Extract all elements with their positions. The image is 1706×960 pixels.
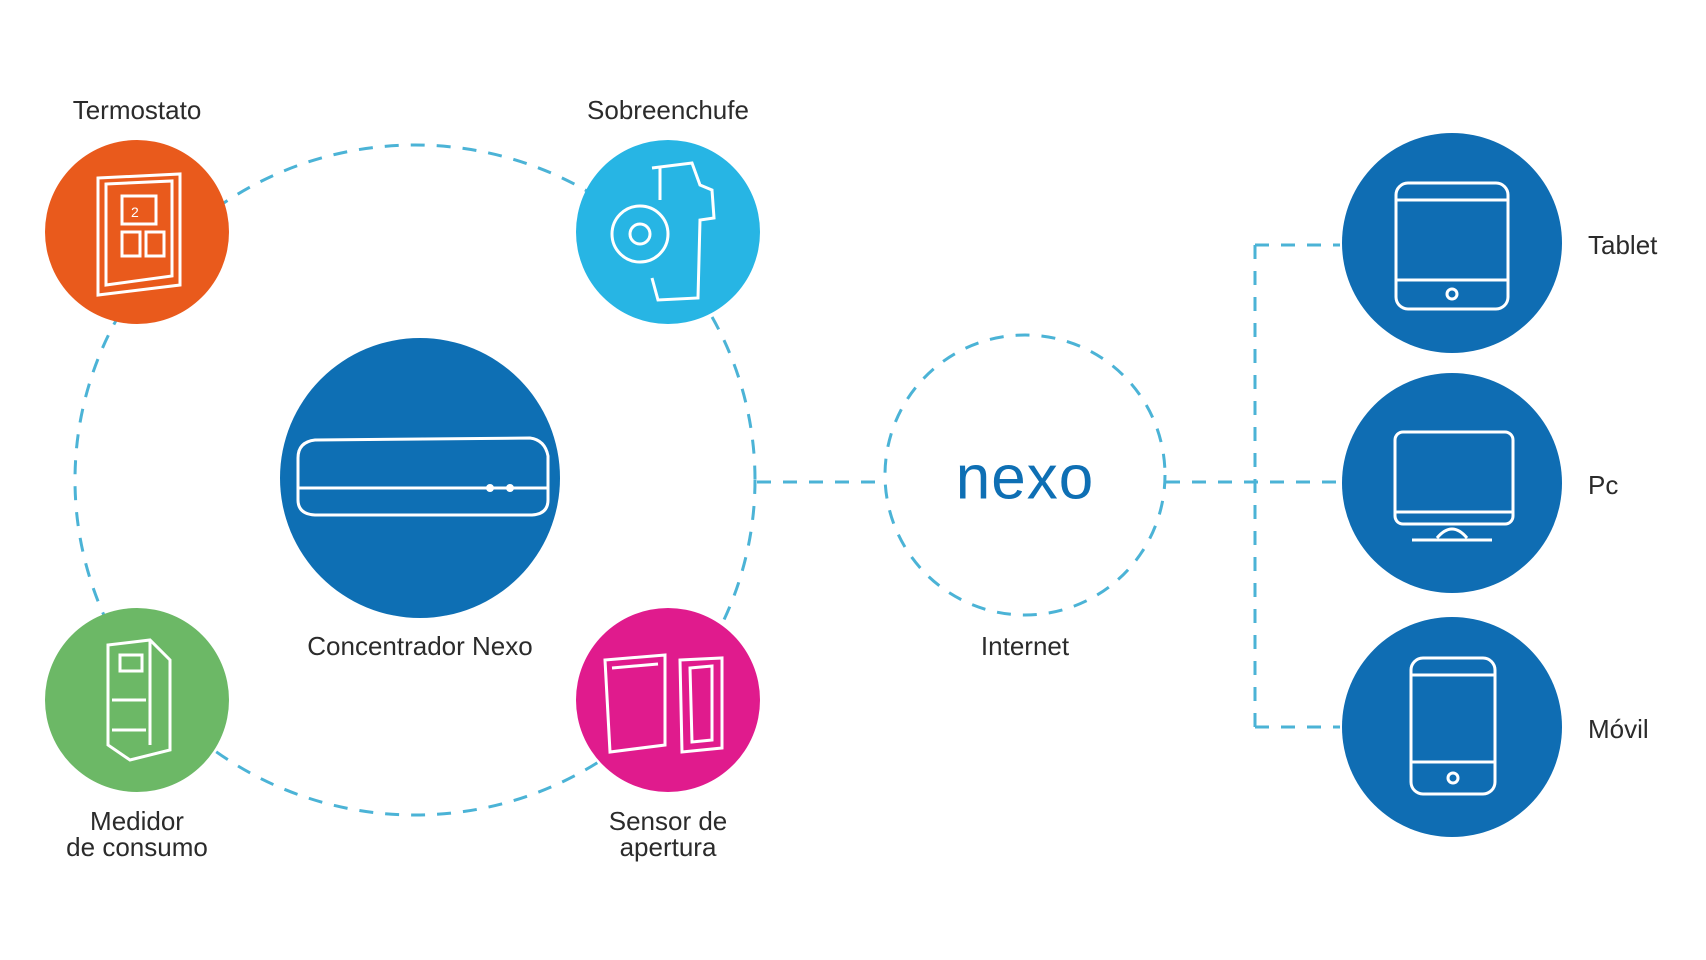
thermostat-icon: 2 (96, 172, 182, 297)
movil-node (1342, 617, 1562, 837)
movil-circle (1342, 617, 1562, 837)
monitor-icon (1393, 430, 1515, 542)
hub-label: Concentrador Nexo (307, 631, 533, 661)
pc-circle (1342, 373, 1562, 593)
hub-circle (280, 338, 560, 618)
tablet-node (1342, 133, 1562, 353)
sensor-label-line1: Sensor de (608, 806, 728, 836)
nexo-brand-text: nexo (955, 443, 1095, 513)
tablet-label: Tablet (1588, 230, 1658, 260)
medidor-label-line2: de consumo (66, 832, 208, 862)
medidor-label: Medidor de consumo (17, 808, 257, 860)
local-network-ring (73, 143, 757, 817)
sensor-circle (576, 608, 760, 792)
sensor-label: Sensor de apertura (548, 808, 788, 860)
sobreenchufe-label: Sobreenchufe (587, 95, 749, 125)
smart-plug-icon (610, 161, 716, 302)
pc-label: Pc (1588, 470, 1619, 500)
termostato-label: Termostato (72, 95, 202, 125)
sobreenchufe-node (576, 140, 760, 324)
internet-label: Internet (980, 631, 1070, 661)
movil-label: Móvil (1588, 714, 1649, 744)
termostato-node: 2 (45, 140, 229, 324)
medidor-node (45, 608, 229, 792)
svg-text:2: 2 (131, 204, 139, 220)
phone-icon (1409, 656, 1497, 796)
sensor-node (576, 608, 760, 792)
pc-node (1342, 373, 1562, 593)
hub-device-icon (296, 436, 550, 517)
sensor-label-line2: apertura (619, 832, 717, 862)
hub-node (280, 338, 560, 618)
internet-cloud-ring (883, 333, 1167, 617)
tablet-icon (1394, 181, 1510, 311)
medidor-label-line1: Medidor (90, 806, 184, 836)
tablet-circle (1342, 133, 1562, 353)
door-sensor-icon (603, 653, 724, 754)
energy-meter-icon (106, 638, 172, 762)
